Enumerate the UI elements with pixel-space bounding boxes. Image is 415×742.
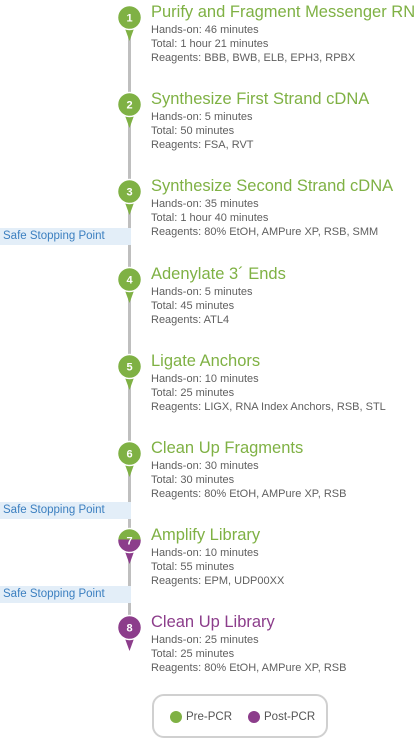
workflow-step: 3 Synthesize Second Strand cDNA Hands-on: …: [0, 177, 415, 238]
step-marker-graphic: 3: [116, 178, 143, 215]
timeline-line: [128, 14, 131, 626]
safe-stopping-point: Safe Stopping Point: [0, 586, 131, 603]
step-marker: 3: [116, 178, 143, 216]
step-hands-on: Hands-on: 5 minutes: [151, 111, 253, 123]
step-hands-on: Hands-on: 35 minutes: [151, 198, 259, 210]
step-title: Ligate Anchors: [151, 352, 261, 370]
step-total: Total: 25 minutes: [151, 387, 235, 399]
step-marker: 4: [116, 266, 143, 304]
legend: Pre-PCR Post-PCR: [152, 694, 328, 738]
step-hands-on: Hands-on: 46 minutes: [151, 24, 259, 36]
step-total: Total: 50 minutes: [151, 125, 235, 137]
step-number: 3: [126, 187, 132, 199]
step-reagents: Reagents: EPM, UDP00XX: [151, 575, 285, 587]
step-marker-graphic: 6: [116, 440, 143, 477]
step-hands-on: Hands-on: 10 minutes: [151, 373, 259, 385]
workflow-step: 2 Synthesize First Strand cDNA Hands-on: 5…: [0, 90, 415, 151]
step-marker-graphic: 7: [116, 527, 143, 564]
step-marker: 2: [116, 91, 143, 129]
step-reagents: Reagents: 80% EtOH, AMPure XP, RSB, SMM: [151, 226, 379, 238]
step-marker-graphic: 2: [116, 91, 143, 128]
legend-label-pre-pcr: Pre-PCR: [186, 711, 233, 723]
step-reagents: Reagents: 80% EtOH, AMPure XP, RSB: [151, 662, 347, 674]
step-title: Amplify Library: [151, 526, 261, 544]
step-marker: 5: [116, 353, 143, 391]
step-reagents: Reagents: LIGX, RNA Index Anchors, RSB, …: [151, 401, 386, 413]
step-title: Purify and Fragment Messenger RNA: [151, 3, 415, 21]
step-reagents: Reagents: BBB, BWB, ELB, EPH3, RPBX: [151, 52, 356, 64]
step-number: 2: [126, 100, 132, 112]
step-total: Total: 1 hour 40 minutes: [151, 212, 269, 224]
safe-stopping-point: Safe Stopping Point: [0, 228, 131, 245]
step-marker-graphic: 1: [116, 4, 143, 41]
step-number: 4: [126, 275, 133, 287]
step-marker-graphic: 4: [116, 266, 143, 303]
step-marker-graphic: 5: [116, 353, 143, 390]
pre-pcr-swatch: [170, 711, 182, 723]
safe-stopping-point-label: Safe Stopping Point: [3, 230, 105, 242]
step-reagents: Reagents: ATL4: [151, 314, 230, 326]
step-marker: 7: [116, 527, 143, 565]
step-title: Clean Up Fragments: [151, 439, 304, 457]
step-marker: 8: [116, 614, 143, 652]
step-title: Adenylate 3´ Ends: [151, 265, 286, 283]
step-title: Synthesize Second Strand cDNA: [151, 177, 394, 195]
step-total: Total: 1 hour 21 minutes: [151, 38, 269, 50]
step-number: 6: [126, 449, 132, 461]
step-marker-graphic: 8: [116, 614, 143, 651]
step-total: Total: 30 minutes: [151, 474, 235, 486]
step-reagents: Reagents: 80% EtOH, AMPure XP, RSB: [151, 488, 347, 500]
step-hands-on: Hands-on: 10 minutes: [151, 547, 259, 559]
step-number: 7: [126, 536, 132, 548]
workflow-step: 1 Purify and Fragment Messenger RNA Hands-…: [0, 3, 415, 64]
step-marker: 1: [116, 4, 143, 42]
step-marker: 6: [116, 440, 143, 478]
safe-stopping-point: Safe Stopping Point: [0, 502, 131, 519]
step-reagents: Reagents: FSA, RVT: [151, 139, 254, 151]
step-total: Total: 55 minutes: [151, 561, 235, 573]
safe-stopping-point-label: Safe Stopping Point: [3, 504, 105, 516]
step-number: 8: [126, 623, 132, 635]
safe-stopping-point-label: Safe Stopping Point: [3, 588, 105, 600]
legend-label-post-pcr: Post-PCR: [264, 711, 316, 723]
step-number: 1: [126, 13, 132, 25]
step-total: Total: 25 minutes: [151, 648, 235, 660]
step-hands-on: Hands-on: 5 minutes: [151, 286, 253, 298]
step-title: Clean Up Library: [151, 613, 275, 631]
step-number: 5: [126, 362, 132, 374]
step-total: Total: 45 minutes: [151, 300, 235, 312]
step-title: Synthesize First Strand cDNA: [151, 90, 370, 108]
step-hands-on: Hands-on: 30 minutes: [151, 460, 259, 472]
step-hands-on: Hands-on: 25 minutes: [151, 634, 259, 646]
post-pcr-swatch: [248, 711, 260, 723]
